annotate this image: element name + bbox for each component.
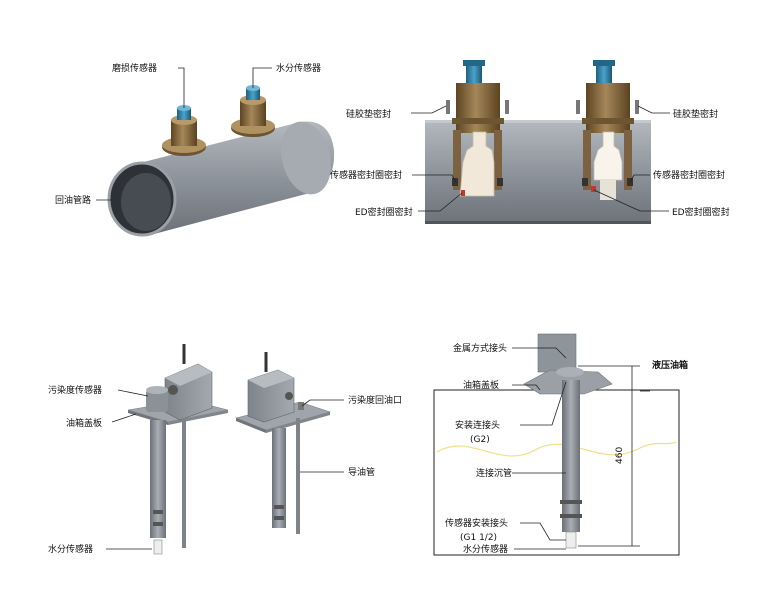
label-return-pipe: 回油管路 [55, 194, 91, 206]
dimension-460: 460 [615, 447, 625, 464]
label-sensor-seal-right: 传感器密封圈密封 [653, 169, 725, 181]
label-sensor-mount-spec: (G1 1/2) [460, 533, 497, 543]
label-ed-seal-left: ED密封圈密封 [355, 206, 413, 218]
connecting-pipe [562, 380, 580, 532]
cross-section-sensor-left [446, 60, 509, 197]
panel-tank-installation: 460 金属方式接头 油箱盖板 安装连接头 (G2) 连接沉管 传感器安装接头 … [433, 333, 688, 556]
wear-sensor-assembly [162, 105, 206, 156]
label-silicone-seal-left: 硅胶垫密封 [346, 108, 391, 120]
assembly-rear-view [235, 352, 332, 534]
label-tank-cover-left: 油箱盖板 [66, 417, 102, 429]
label-contamination-return: 污染度回油口 [348, 394, 402, 406]
return-pipe-inner [121, 173, 171, 231]
label-sensor-mount-fitting: 传感器安装接头 [445, 517, 508, 529]
label-contamination-sensor: 污染度传感器 [48, 384, 102, 396]
panel-seal-cross-section: 硅胶垫密封 传感器密封圈密封 ED密封圈密封 硅胶垫密封 传感器密封圈密封 ED… [330, 60, 730, 224]
label-ed-seal-right: ED密封圈密封 [672, 206, 730, 218]
cross-section-sensor-right [576, 60, 639, 200]
label-moisture-sensor-top: 水分传感器 [276, 62, 321, 74]
label-mount-fitting: 安装连接头 [455, 419, 500, 431]
label-moisture-sensor-bottom-right: 水分传感器 [463, 543, 508, 555]
label-hydraulic-tank: 液压油箱 [652, 359, 688, 371]
moisture-sensor-assembly [231, 85, 275, 137]
label-moisture-sensor-bottom-left: 水分传感器 [48, 543, 93, 555]
label-mount-fitting-spec: (G2) [470, 435, 490, 445]
assembly-front-view [127, 344, 229, 555]
label-metal-fitting: 金属方式接头 [453, 342, 507, 354]
panel-tank-cover-assembly: 污染度传感器 油箱盖板 水分传感器 污染度回油口 导油管 [48, 344, 402, 555]
hydraulic-tank-outline [433, 389, 680, 556]
panel-pipe-with-sensors: 磨损传感器 水分传感器 回油管路 [55, 62, 335, 237]
return-pipe-far-end [281, 121, 331, 195]
label-sensor-seal-left: 传感器密封圈密封 [330, 169, 402, 181]
label-silicone-seal-right: 硅胶垫密封 [673, 108, 718, 120]
label-connect-pipe: 连接沉管 [476, 467, 512, 479]
label-wear-sensor: 磨损传感器 [112, 62, 157, 74]
label-oil-guide-pipe: 导油管 [348, 466, 375, 478]
label-tank-cover-right: 油箱盖板 [463, 379, 499, 391]
